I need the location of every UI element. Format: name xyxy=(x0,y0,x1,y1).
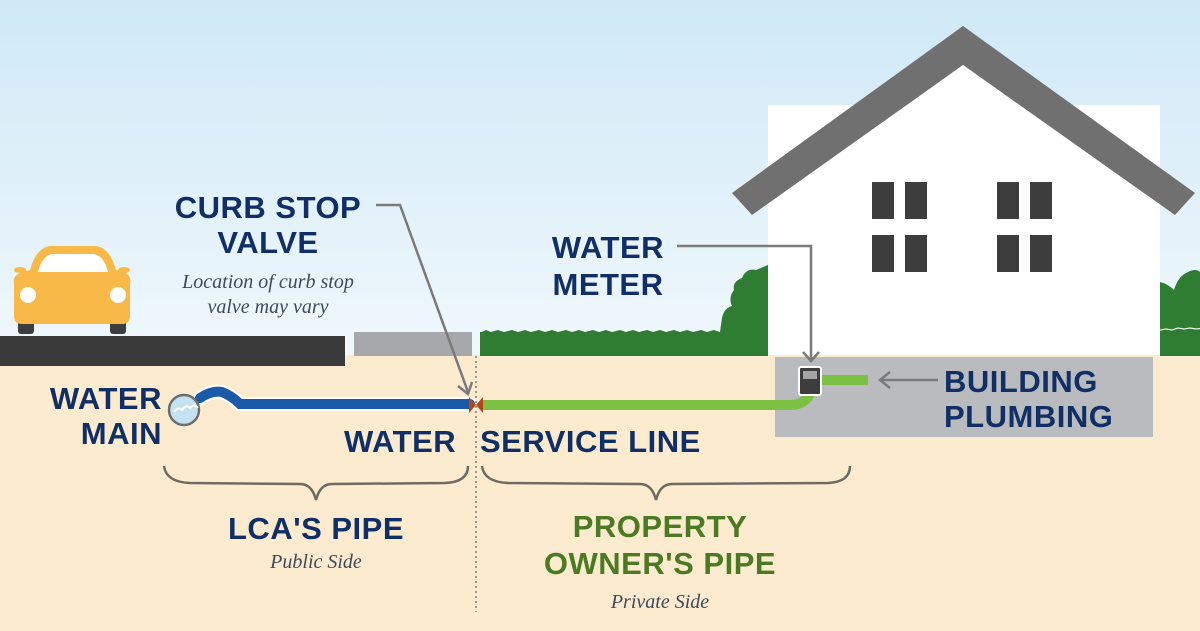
water-meter-label-line1: WATER xyxy=(551,230,665,265)
water-main-icon xyxy=(167,393,201,427)
service-line-label-left: WATER xyxy=(344,424,457,459)
car-icon xyxy=(13,246,131,334)
house-roof xyxy=(732,26,1195,215)
building-plumbing-label-line2: PLUMBING xyxy=(944,399,1114,434)
curb-stop-label-line2: VALVE xyxy=(217,225,319,260)
private-pipe-note: Private Side xyxy=(610,591,710,613)
curb-stop-valve-icon xyxy=(469,397,483,413)
water-main-label-line1: WATER xyxy=(49,381,162,416)
private-pipe-title-line2: OWNER'S PIPE xyxy=(543,546,777,581)
water-meter-arrowhead xyxy=(802,351,820,363)
curb-stop-note-line2: valve may vary xyxy=(207,296,329,318)
window-left xyxy=(872,182,927,272)
private-pipe-title: PROPERTY OWNER'S PIPE xyxy=(500,511,820,579)
window-right xyxy=(997,182,1052,272)
building-plumbing-arrowhead xyxy=(877,371,891,389)
public-pipe-fill xyxy=(195,386,475,409)
bush-right-grass-line xyxy=(1159,327,1200,331)
water-main-label-line2: MAIN xyxy=(80,416,162,451)
water-meter-label-line2: METER xyxy=(552,267,664,302)
basement xyxy=(775,357,1153,437)
curb-stop-valve-label: CURB STOP VALVE xyxy=(160,192,376,258)
public-pipe-title: LCA'S PIPE xyxy=(227,511,404,546)
water-meter-label: WATER METER xyxy=(540,232,676,300)
public-pipe-note: Public Side xyxy=(270,551,362,573)
house-icon xyxy=(732,26,1195,437)
water-meter-leader xyxy=(677,244,813,360)
curb-stop-note-line1: Location of curb stop xyxy=(182,271,354,293)
building-plumbing-label: BUILDING PLUMBING xyxy=(944,366,1113,432)
curb-stop-note: Location of curb stop valve may vary xyxy=(150,270,386,320)
lawn xyxy=(480,332,768,356)
building-plumbing-label-line1: BUILDING xyxy=(944,364,1098,399)
bush-right xyxy=(1160,270,1200,356)
water-meter-icon xyxy=(798,366,822,396)
curb-stop-leader xyxy=(376,203,470,393)
lawn-grass-edge xyxy=(480,330,774,333)
bush-left xyxy=(720,265,768,332)
road xyxy=(0,336,345,366)
public-side-brace xyxy=(162,465,470,501)
curb-stop-label-line1: CURB STOP xyxy=(174,190,362,225)
private-side-brace xyxy=(480,465,852,501)
private-pipe-title-line1: PROPERTY xyxy=(572,509,748,544)
service-line-label-right: SERVICE LINE xyxy=(480,424,701,459)
water-main-label: WATER MAIN xyxy=(20,383,162,449)
curb-stop-arrowhead xyxy=(457,381,474,397)
